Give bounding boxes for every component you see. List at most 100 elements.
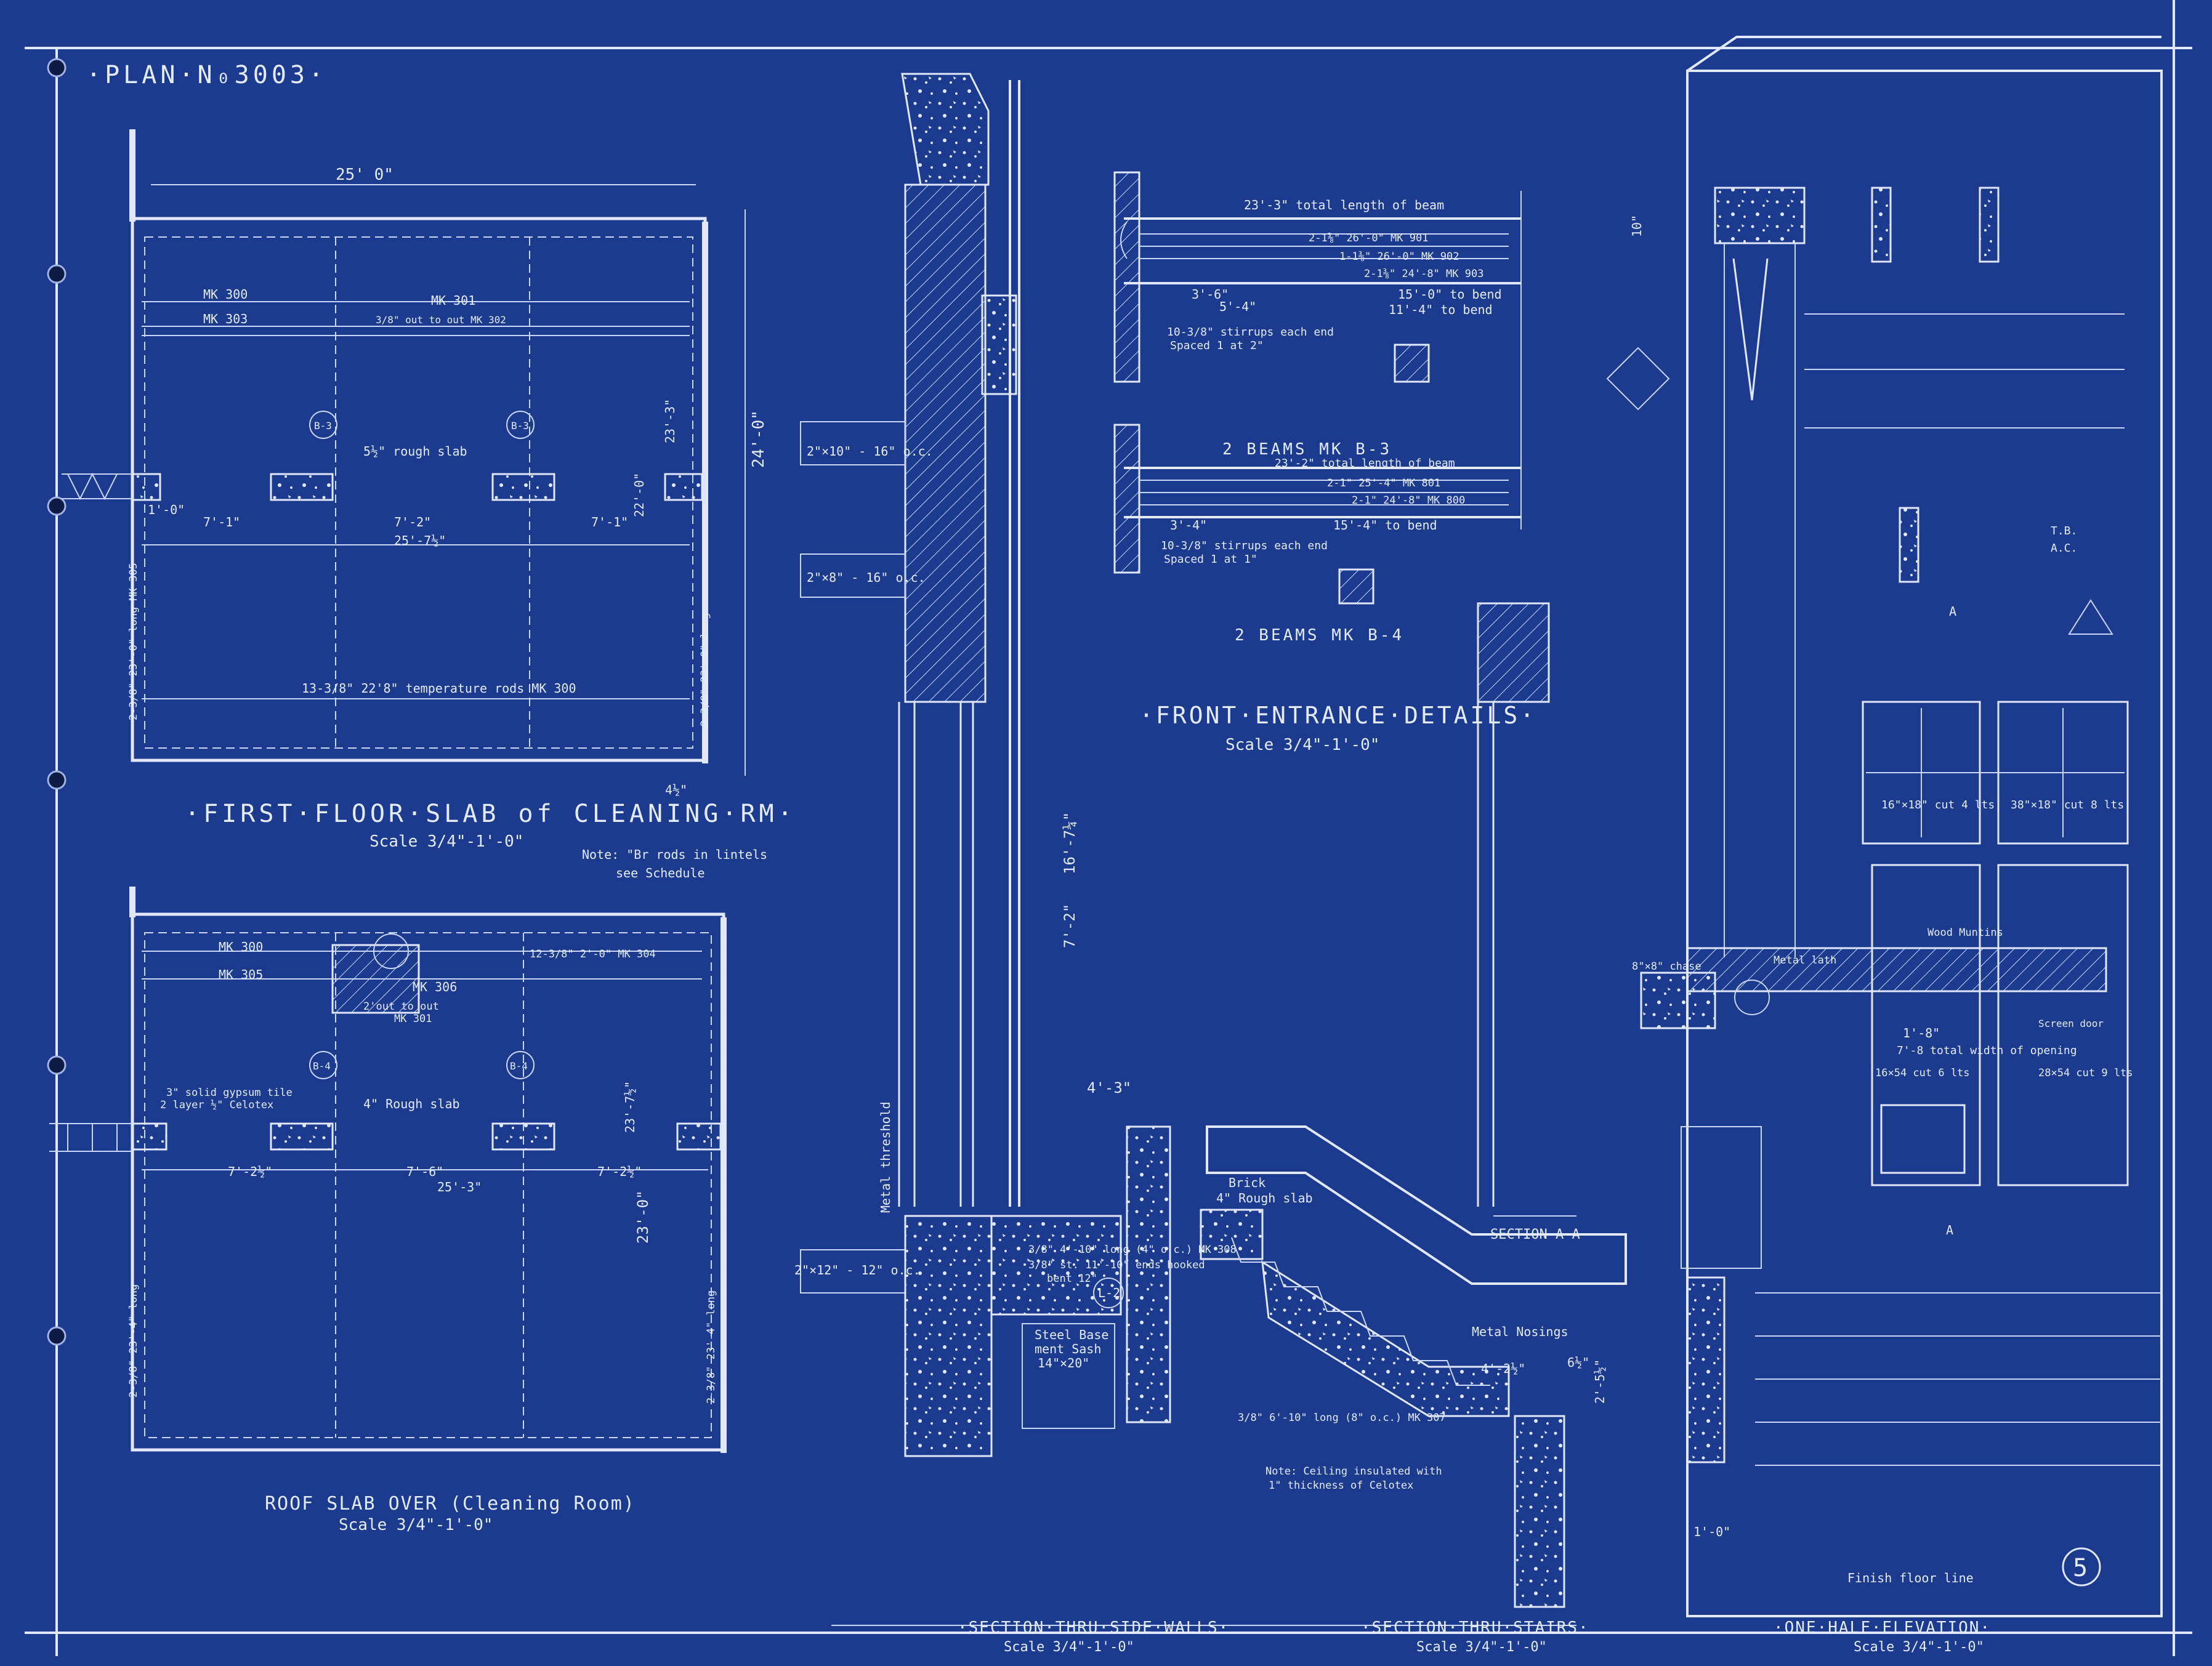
ff-title: ·FIRST·FLOOR·SLAB of CLEANING·RM·: [185, 800, 796, 828]
roof-long-left: 2-3/8" 23'-4" long: [127, 1284, 140, 1398]
roof-span-left: 7'-2½": [228, 1164, 272, 1179]
sw-sash-1: Steel Base: [1035, 1327, 1108, 1342]
elev-section-a-bottom: A: [1946, 1223, 1953, 1237]
ff-b3-left: B-3: [314, 420, 332, 432]
sw-threshold: Metal threshold: [878, 1101, 893, 1213]
elev-dim-1-8: 1'-8": [1903, 1026, 1940, 1040]
ff-dim-inner: 23'-3": [663, 399, 677, 443]
ff-dim-22: 22'-0": [632, 473, 647, 517]
ff-note-2: see Schedule: [616, 866, 705, 880]
roof-span-right: 7'-2½": [597, 1164, 642, 1179]
ff-dim-4-5: 4½": [665, 783, 687, 797]
elev-opening: 7'-8 total width of opening: [1897, 1044, 2077, 1057]
roof-mk305: MK 305: [219, 967, 263, 982]
ff-long-right: 2-3/8" 23'-0" long: [699, 613, 711, 726]
stairs-brick: Brick: [1229, 1175, 1265, 1190]
roof-b4-left: B-4: [313, 1060, 331, 1072]
elev-floor-line: Finish floor line: [1847, 1571, 1974, 1585]
b4-bend: 15'-4" to bend: [1333, 518, 1437, 533]
b3-dim-3-6: 3'-6": [1192, 287, 1229, 302]
stairs-rough-slab: 4" Rough slab: [1216, 1191, 1313, 1205]
ff-span-mid: 7'-2": [394, 515, 431, 529]
stairs-rod-3: 3/8" st. 11'-10" ends hooked: [1028, 1259, 1205, 1271]
roof-tile-1: 3" solid gypsum tile: [166, 1087, 293, 1099]
elev-dim-1-0: 1'-0": [1693, 1524, 1730, 1539]
b4-dim-3-4: 3'-4": [1170, 518, 1207, 533]
roof-span-mid: 7'-6": [406, 1164, 443, 1179]
ff-dim-height: 24'-0": [749, 410, 768, 468]
elev-win-3: 16×54 cut 6 lts: [1875, 1067, 1970, 1079]
stairs-dim-6-5: 6½": [1567, 1355, 1589, 1370]
stairs-dim-4-2: 4'-2½": [1481, 1361, 1525, 1376]
b3-stirrups-1: 10-3/8" stirrups each end: [1167, 326, 1334, 339]
b3-bend1: 15'-0" to bend: [1398, 287, 1502, 302]
ff-span-right: 7'-1": [591, 515, 628, 529]
roof-tile-2: 2 layer ½" Celotex: [160, 1099, 273, 1111]
elev-muntins: Wood Muntins: [1927, 927, 2003, 939]
roof-long-right: 2-3/8" 23'-4" long: [705, 1290, 717, 1404]
roof-title: ROOF SLAB OVER (Cleaning Room): [265, 1493, 636, 1515]
b3-bend2: 11'-4" to bend: [1389, 302, 1493, 317]
b4-title: 2 BEAMS MK B-4: [1235, 626, 1404, 645]
ff-mk301: MK 301: [431, 293, 475, 308]
ff-rough-slab: 5½" rough slab: [363, 444, 467, 459]
b4-stirrups-2: Spaced 1 at 1": [1164, 553, 1257, 566]
elev-dim-10: 10": [1629, 215, 1644, 237]
elev-ac: A.C.: [2051, 542, 2077, 555]
stairs-rod-2: 3/8" 6'-10" long (8" o.c.) MK 307: [1238, 1412, 1446, 1424]
sheet-number-circle: [2062, 1547, 2101, 1587]
elev-section-a-top: A: [1949, 604, 1956, 619]
elev-screen: Screen door: [2038, 1018, 2104, 1029]
roof-rough-slab: 4" Rough slab: [363, 1097, 460, 1111]
ff-span-total: 25'-7½": [394, 533, 446, 548]
side-wall-section: [800, 73, 1576, 1626]
stairs-note-1: Note: Ceiling insulated with: [1265, 1465, 1442, 1478]
b3-stirrups-2: Spaced 1 at 2": [1170, 339, 1264, 352]
roof-mk301: MK 301: [394, 1013, 432, 1025]
b4-stirrups-1: 10-3/8" stirrups each end: [1161, 539, 1328, 552]
ff-dim-width: 25' 0": [336, 166, 394, 184]
ff-span-left: 7'-1": [203, 515, 240, 529]
elev-chase: 8"×8" chase: [1632, 960, 1701, 973]
sw-joist-3: 2"×12" - 12" o.c.: [794, 1263, 921, 1278]
roof-b4-right: B-4: [510, 1060, 528, 1072]
binder-holes: [47, 58, 67, 1346]
ff-note-1: Note: "Br rods in lintels: [582, 847, 767, 862]
sw-height-1: 16'-7¼": [1061, 812, 1078, 874]
roof-dim-height: 23'-0": [634, 1190, 652, 1244]
stairs-dim-2-5: 2'-5½": [1592, 1359, 1607, 1404]
ff-long-left: 2-3/8" 23'-0" long MK 305: [127, 563, 140, 720]
sw-joist-1: 2"×10" - 16" o.c.: [807, 444, 933, 459]
sw-lintel: L-2: [1098, 1286, 1120, 1300]
sw-dim-4-3: 4'-3": [1087, 1079, 1131, 1097]
b3-r2: 1-1⅜" 26'-0" MK 902: [1339, 251, 1459, 263]
stairs-nosings: Metal Nosings: [1472, 1324, 1568, 1339]
stair-section: [1200, 602, 1627, 1608]
b3-r3: 2-1⅜" 24'-8" MK 903: [1364, 268, 1483, 280]
ff-mk302: 3/8" out to out MK 302: [376, 314, 506, 326]
entrance-scale: Scale 3/4"-1'-0": [1225, 736, 1379, 754]
sw-sash-3: 14"×20": [1038, 1356, 1089, 1370]
b3-dim-5-4: 5'-4": [1219, 299, 1256, 314]
roof-mk300: MK 300: [219, 940, 263, 954]
roof-scale: Scale 3/4"-1'-0": [339, 1516, 493, 1534]
stairs-rod-1: 3/8" 4'-10" long (4" o.c.) MK 308: [1028, 1244, 1237, 1256]
ff-dim-1-0: 1'-0": [148, 502, 185, 517]
first-floor-slab-plan: [62, 129, 746, 776]
roof-dim-inner: 23'-7½": [623, 1081, 637, 1133]
stairs-title: ·SECTION·THRU·STAIRS·: [1361, 1619, 1589, 1637]
roof-mk304: 12-3/8" 2'-0" MK 304: [530, 948, 656, 960]
plan-number: ·PLAN·N₀3003·: [86, 61, 327, 89]
b3-title: 2 BEAMS MK B-3: [1222, 440, 1392, 459]
beam-details: [1113, 171, 1522, 605]
stairs-section-aa: SECTION A-A: [1490, 1227, 1580, 1242]
sheet-border: [25, 0, 2192, 1656]
entrance-title: ·FRONT·ENTRANCE·DETAILS·: [1139, 702, 1536, 729]
sw-scale: Scale 3/4"-1'-0": [1004, 1640, 1134, 1655]
b3-r1: 2-1⅜" 26'-0" MK 901: [1309, 232, 1428, 244]
ff-mk303: MK 303: [203, 312, 248, 326]
roof-slab-plan: [49, 887, 727, 1453]
b4-r2: 2-1" 24'-8" MK 800: [1352, 494, 1465, 507]
sw-joist-2: 2"×8" - 16" o.c.: [807, 570, 926, 585]
